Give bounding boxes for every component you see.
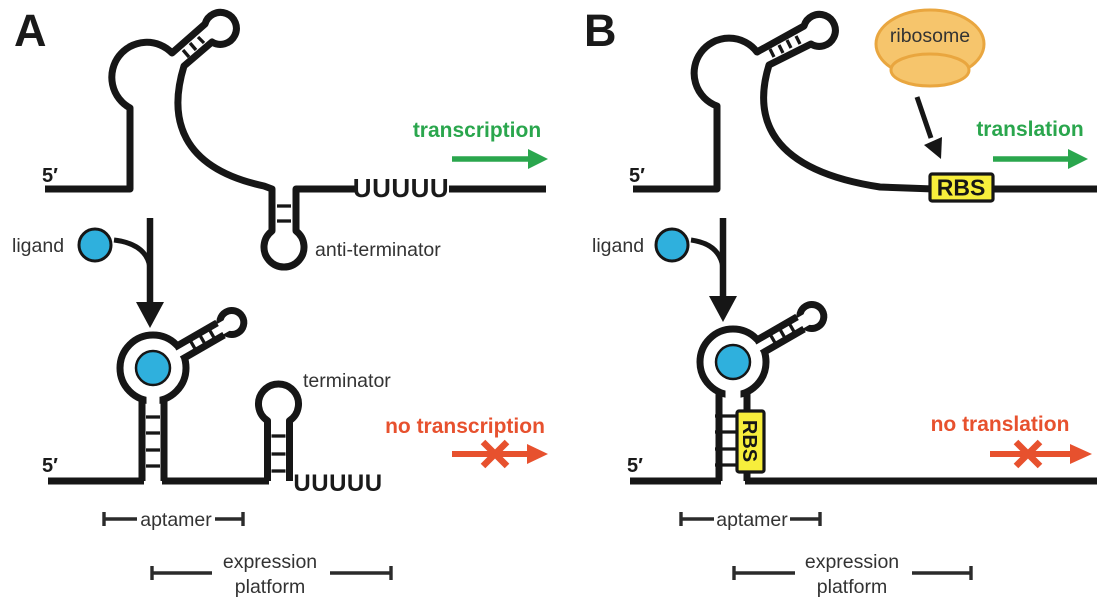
aptamer-label: aptamer [716, 509, 788, 531]
rna-backbone-on-state [633, 10, 1097, 193]
ligand-binding-arrow-icon [136, 218, 164, 328]
panel-b: B RBS ribosome translation 5′ ligand [584, 5, 1097, 598]
aptamer-stem-basepair-dashes [146, 415, 160, 468]
terminator-hairpin [255, 380, 302, 481]
expression-label-line2: platform [817, 576, 887, 598]
poly-u-tract-top: UUUUU [353, 173, 449, 203]
five-prime-label-top: 5′ [42, 165, 58, 187]
ligand-binding-arrow-icon [709, 218, 737, 322]
rbs-label-sequestered: RBS [738, 420, 760, 462]
aptamer-side-hairpin [752, 301, 828, 357]
hairpin-basepair-dashes [768, 35, 802, 58]
expression-label-line1: expression [223, 551, 317, 573]
ligand-circle-icon [654, 227, 690, 263]
ligand-circle-icon [77, 227, 113, 263]
aptamer-bracket [102, 512, 245, 526]
ligand-binding-curve [690, 237, 726, 269]
five-prime-label-bottom: 5′ [42, 455, 58, 477]
aptamer-label: aptamer [140, 509, 212, 531]
ligand-label: ligand [592, 235, 644, 257]
poly-u-tract-bottom: UUUUU [293, 470, 382, 497]
no-translation-label: no translation [931, 413, 1070, 436]
expression-platform-bracket [732, 566, 973, 580]
rbs-box-exposed [928, 172, 995, 203]
anti-terminator-basepair-dashes [277, 204, 291, 223]
ligand-binding-curve [113, 237, 153, 269]
bound-ligand-circle-icon [714, 343, 752, 381]
expression-platform-bracket [150, 566, 393, 580]
transcription-label: transcription [413, 119, 541, 142]
hairpin-basepair-dashes [181, 35, 206, 59]
transcription-arrow-icon [452, 149, 548, 169]
panel-a: A UUUUU 5′ anti-terminator transcription… [12, 5, 548, 598]
ribosome-to-rbs-arrow-icon [914, 96, 942, 159]
panel-a-label: A [14, 5, 47, 56]
rbs-box-sequestered [735, 409, 766, 474]
terminator-label: terminator [303, 370, 391, 392]
ribosome-icon [874, 8, 986, 88]
bound-ligand-circle-icon [134, 349, 172, 387]
ribosome-label: ribosome [890, 25, 970, 47]
terminator-basepair-dashes [271, 434, 286, 473]
translation-arrow-icon [993, 149, 1088, 169]
rna-backbone-on-state [45, 8, 546, 271]
no-translation-arrow-icon [990, 439, 1092, 469]
rbs-label-exposed: RBS [937, 175, 986, 201]
panel-b-label: B [584, 5, 617, 56]
anti-terminator-label: anti-terminator [315, 239, 441, 261]
expression-label-line2: platform [235, 576, 305, 598]
five-prime-label-top: 5′ [629, 165, 645, 187]
aptamer-side-hairpin [172, 307, 248, 363]
rbs-pairing-dashes [715, 414, 736, 467]
aptamer-bracket [679, 512, 822, 526]
expression-label-line1: expression [805, 551, 899, 573]
translation-label: translation [976, 118, 1083, 141]
five-prime-label-bottom: 5′ [627, 455, 643, 477]
no-transcription-arrow-icon [452, 439, 548, 469]
no-transcription-label: no transcription [385, 415, 545, 438]
ligand-label: ligand [12, 235, 64, 257]
